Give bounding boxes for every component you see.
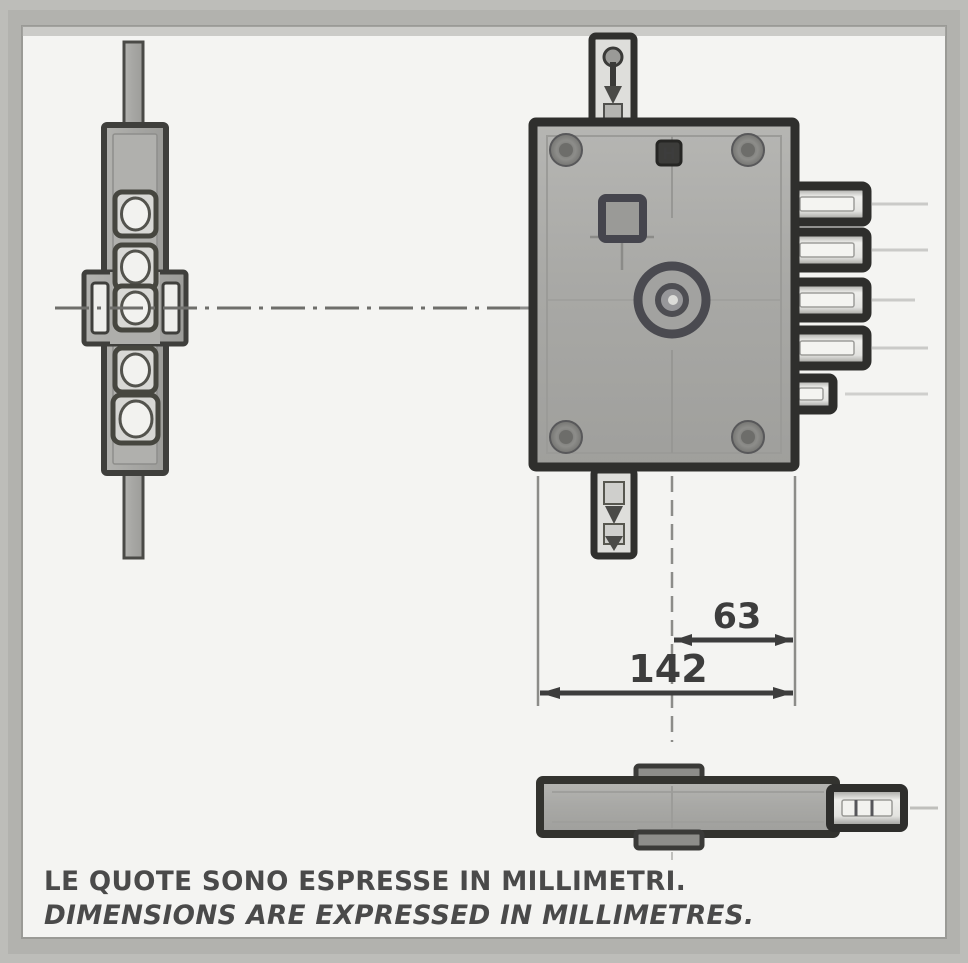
cylinder-hole [633,261,711,339]
lockbody-bottom-bracket [590,466,638,560]
lockbody-top-bracket [588,32,638,132]
caption-italian: LE QUOTE SONO ESPRESSE IN MILLIMETRI. [44,866,687,897]
dimension-142: 142 [540,647,793,699]
corner-screw [731,420,765,454]
corner-screw [549,133,583,167]
faceplate-bottom-rod [122,464,145,560]
faceplate-hole [112,189,159,239]
manufacturer-logo-badge: H [655,139,683,167]
logo-glyph: H [662,144,675,163]
dimension-142-label: 142 [628,647,707,691]
view-faceplate [81,40,189,560]
faceplate-hole [112,345,159,395]
profile-protruding-bolt [826,784,908,832]
square-spindle-hole [590,194,654,270]
faceplate-holes [110,189,161,446]
dimension-group: 63 142 [536,476,797,742]
dimension-63: 63 [674,597,793,646]
view-profile [536,763,938,860]
profile-main-body [536,776,840,838]
bolt-extension-lines [845,202,928,396]
profile-bottom-boss [633,829,705,851]
view-lock-body: H [528,32,928,560]
faceplate-hole [112,242,159,292]
corner-screw [731,133,765,167]
faceplate-top-rod [122,40,145,134]
dimension-63-label: 63 [713,597,762,637]
bolt [782,325,872,371]
corner-screw [549,420,583,454]
caption-english: DIMENSIONS ARE EXPRESSED IN MILLIMETRES. [44,900,755,931]
lockbody-corner-screws [549,133,765,454]
faceplate-hole [110,392,161,446]
